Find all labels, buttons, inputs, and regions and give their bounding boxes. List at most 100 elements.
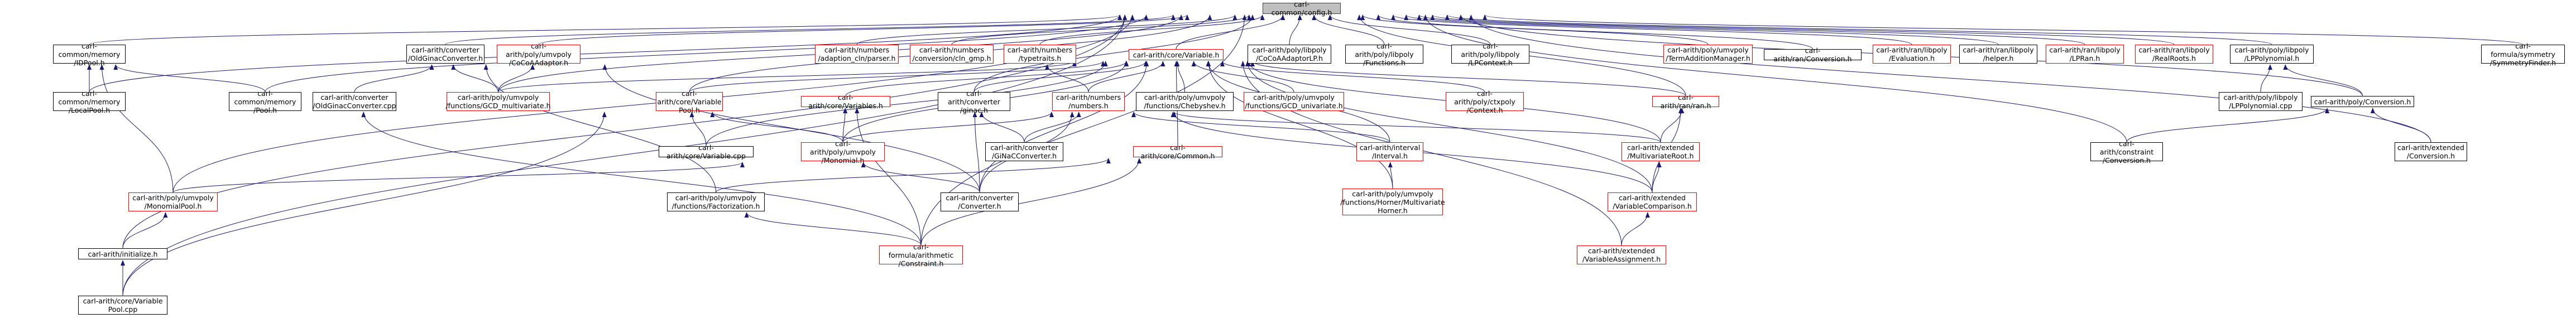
edge-n_formula_constraint-to-n_mem_pool xyxy=(361,112,922,246)
node-ran-ran[interactable]: carl-arith/ran/ran.h xyxy=(1652,93,1719,110)
node-core-variablepool-cpp[interactable]: carl-arith/core/Variable Pool.cpp xyxy=(78,296,167,315)
edge-n_converter-to-n_cocoa xyxy=(602,64,980,193)
node-formula-constraint[interactable]: carl-formula/arithmetic /Constraint.h xyxy=(879,243,963,268)
edge-n_core_varcpp-to-n_core_varpool xyxy=(689,112,707,147)
node-ctxpoly-context[interactable]: carl-arith/poly/ctxpoly /Context.h xyxy=(1446,89,1524,114)
edge-n_core_variables-to-n_core_var xyxy=(845,61,1129,97)
edge-n_constraint_conv-to-root xyxy=(1423,15,2127,143)
edge-n_mem_pool-to-root xyxy=(265,15,1149,93)
edge-n_poly_conversion-to-n_lib_lppoly xyxy=(2283,64,2363,97)
node-oldginacconverter-h[interactable]: carl-arith/converter /OldGinacConverter.… xyxy=(406,45,485,64)
edge-n_cheby-to-n_core_var xyxy=(1175,61,1185,93)
edge-n_lib_func-to-root xyxy=(1312,15,1385,45)
node-core-variable-h[interactable]: carl-arith/core/Variable.h xyxy=(1129,49,1224,60)
edge-n_lib_lppoly-to-root xyxy=(1445,15,2272,45)
node-adaption-parser[interactable]: carl-arith/numbers /adaption_cln/parser.… xyxy=(815,45,899,64)
edge-n_gcd_multi-to-n_conv_old xyxy=(451,64,498,93)
node-root-config[interactable]: carl-common/config.h xyxy=(1263,0,1341,17)
edge-n_ran_realroots-to-root xyxy=(1430,15,2175,45)
node-cocoaadaptorlp[interactable]: carl-arith/poly/libpoly /CoCoAAdaptorLP.… xyxy=(1248,45,1331,64)
node-core-common[interactable]: carl-arith/core/Common.h xyxy=(1133,143,1222,160)
node-converter-h[interactable]: carl-arith/converter /Converter.h xyxy=(941,192,1019,211)
node-poly-conversion[interactable]: carl-arith/poly/Conversion.h xyxy=(2311,96,2414,107)
node-memory-localpool[interactable]: carl-common/memory /LocalPool.h xyxy=(53,89,126,114)
node-lppolynomial-h[interactable]: carl-arith/poly/libpoly /LPPolynomial.h xyxy=(2230,45,2314,64)
edge-n_formula_constraint-to-n_factorization xyxy=(744,212,922,246)
node-conversion-cln-gmp[interactable]: carl-arith/numbers /conversion/cln_gmp.h xyxy=(910,45,994,64)
node-memory-idpool[interactable]: carl-common/memory /IDPool.h xyxy=(53,42,126,67)
edge-n_monomial-to-n_core_varpool xyxy=(710,112,843,143)
edge-n_monopool-to-n_monomial xyxy=(172,162,745,193)
node-ran-helper[interactable]: carl-arith/ran/libpoly /helper.h xyxy=(1959,45,2037,64)
node-numbers-numbers[interactable]: carl-arith/numbers /numbers.h xyxy=(1052,92,1125,111)
edge-n_lib_ctx-to-root xyxy=(1327,15,1491,45)
edge-n_monomial-to-n_num_numbers xyxy=(842,112,1054,143)
edge-n_lppoly_cpp-to-n_lib_lppoly xyxy=(2260,64,2272,93)
node-core-variables[interactable]: carl-arith/core/Variables.h xyxy=(801,93,890,110)
node-memory-pool[interactable]: carl-common/memory /Pool.h xyxy=(229,89,301,114)
edge-n_factorization-to-n_conv_old xyxy=(483,64,716,193)
node-libpoly-functions[interactable]: carl-arith/poly/libpoly /Functions.h xyxy=(1345,42,1423,67)
edge-n_converter-to-n_core_var xyxy=(979,61,1149,193)
node-converter-ginac[interactable]: carl-arith/converter /ginac.h xyxy=(938,89,1010,114)
edge-n_conv_oldcpp-to-n_conv_old xyxy=(354,64,434,93)
node-cocoaadaptor[interactable]: carl-arith/poly/umvpoly /CoCoAAdaptor.h xyxy=(497,42,581,67)
node-lppolynomial-cpp[interactable]: carl-arith/poly/libpoly /LPPolynomial.cp… xyxy=(2219,92,2302,111)
edge-n_varcomp-to-n_core_var xyxy=(1245,61,1653,193)
node-monomial[interactable]: carl-arith/poly/umvpoly /Monomial.h xyxy=(801,139,885,165)
edge-n_lib_cocoa-to-root xyxy=(1289,15,1302,45)
node-lpcontext[interactable]: carl-arith/poly/libpoly /LPContext.h xyxy=(1451,42,1529,67)
node-gcd-multivariate[interactable]: carl-arith/poly/umvpoly /functions/GCD_m… xyxy=(445,92,551,111)
node-interval[interactable]: carl-arith/interval /Interval.h xyxy=(1356,142,1423,161)
edge-n_ginacconv-to-n_conv_ginac xyxy=(979,112,1025,143)
edge-n_initialize-to-n_monopool xyxy=(122,212,168,249)
edge-n_num_adapt-to-root xyxy=(856,15,1237,45)
node-constraint-conversion[interactable]: carl-arith/constraint /Conversion.h xyxy=(2090,139,2163,165)
edge-n_ginacconv-to-n_num_numbers xyxy=(1024,112,1081,143)
edge-n_monomial-to-n_core_variables xyxy=(842,108,848,143)
edge-n_factorization-to-n_core_common xyxy=(716,158,1111,193)
edge-n_formula_sym-to-root xyxy=(1483,15,2524,45)
node-multivariatehorner[interactable]: carl-arith/poly/umvpoly /functions/Horne… xyxy=(1340,189,1445,215)
node-factorization[interactable]: carl-arith/poly/umvpoly /functions/Facto… xyxy=(667,192,765,211)
edge-n_horner-to-n_interval xyxy=(1388,162,1393,189)
node-core-variable-cpp[interactable]: carl-arith/core/Variable.cpp xyxy=(659,143,754,160)
edge-n_formula_constraint-to-n_core_variables xyxy=(855,108,922,246)
edge-n_gcd_uni-to-n_core_var xyxy=(1191,61,1294,93)
edge-n_monopool-to-n_mem_idpool xyxy=(99,64,174,193)
edge-n_core_varcpp-to-n_core_var xyxy=(706,61,1108,147)
edge-n_varpoolcpp-to-root xyxy=(122,15,1128,296)
edge-n_num_numbers-to-n_num_typetraits xyxy=(1045,64,1089,93)
node-termadditionmanager[interactable]: carl-arith/poly/umvpoly /TermAdditionMan… xyxy=(1663,45,1753,64)
node-variablecomparison[interactable]: carl-arith/extended /VariableComparison.… xyxy=(1608,192,1697,211)
node-initialize[interactable]: carl-arith/initialize.h xyxy=(78,248,167,259)
node-ran-realroots[interactable]: carl-arith/ran/libpoly /RealRoots.h xyxy=(2135,45,2213,64)
edge-n_num_numbers-to-n_core_var xyxy=(1088,61,1165,93)
edge-n_core_varpool-to-n_core_var xyxy=(689,61,1105,93)
node-extended-conversion[interactable]: carl-arith/extended /Conversion.h xyxy=(2395,142,2467,161)
edge-n_conv_ginac-to-n_core_var xyxy=(973,61,1148,93)
edge-n_converter-to-n_conv_ginac xyxy=(972,112,980,193)
edge-n_num_conv-to-root xyxy=(951,15,1251,45)
node-multivariateroot[interactable]: carl-arith/extended /MultivariateRoot.h xyxy=(1622,142,1700,161)
edge-n_ext_conv-to-root xyxy=(1469,15,2431,143)
edge-n_mem_pool-to-n_mem_idpool xyxy=(113,64,266,93)
node-chebyshev[interactable]: carl-arith/poly/umvpoly /functions/Cheby… xyxy=(1136,92,1234,111)
node-ran-conversion[interactable]: carl-arith/ran/Conversion.h xyxy=(1764,46,1862,63)
node-variableassignment[interactable]: carl-arith/extended /VariableAssignment.… xyxy=(1577,245,1666,264)
node-gcd-univariate[interactable]: carl-arith/poly/umvpoly /functions/GCD_u… xyxy=(1244,92,1344,111)
edge-n_cocoa-to-root xyxy=(538,15,1189,45)
node-core-variablepool-h[interactable]: carl-arith/core/Variable Pool.h xyxy=(656,89,723,114)
edge-n_ran_conv-to-root xyxy=(1376,15,1813,50)
edge-n_horner-to-n_core_var xyxy=(1206,61,1393,189)
node-ran-evaluation[interactable]: carl-arith/ran/libpoly /Evaluation.h xyxy=(1873,45,1951,64)
edge-n_formula_constraint-to-n_core_common xyxy=(920,158,1141,246)
node-oldginacconverter-cpp[interactable]: carl-arith/converter /OldGinacConverter.… xyxy=(313,92,396,111)
node-ran-lpran[interactable]: carl-arith/ran/libpoly /LPRan.h xyxy=(2046,45,2124,64)
node-symmetryfinder[interactable]: carl-formula/symmetry /SymmetryFinder.h xyxy=(2481,42,2565,67)
node-ginacconverter[interactable]: carl-arith/converter /GiNaCConverter.h xyxy=(985,142,1063,161)
node-monomialpool[interactable]: carl-arith/poly/umvpoly /MonomialPool.h xyxy=(128,192,218,211)
node-typetraits[interactable]: carl-arith/numbers /typetraits.h xyxy=(1004,45,1076,64)
edge-n_gcd_multi-to-n_core_var xyxy=(498,61,1077,93)
